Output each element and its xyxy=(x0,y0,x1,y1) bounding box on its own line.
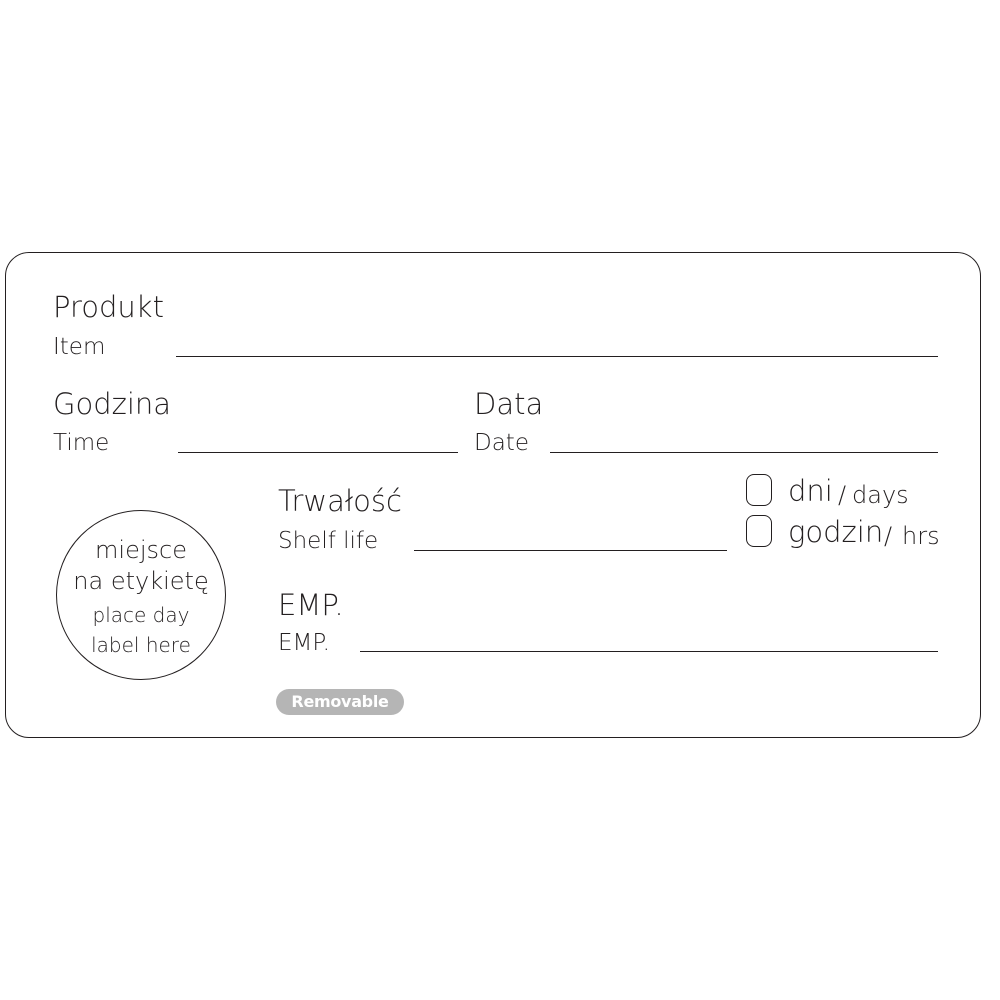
days-option-pl: dni xyxy=(788,474,833,508)
day-label-placement-circle: miejsce na etykietę place day label here xyxy=(56,510,226,680)
hours-option-pl: godzin xyxy=(788,515,884,549)
item-title-pl: Produkt xyxy=(53,290,164,324)
shelf-life-title-pl: Trwałość xyxy=(278,484,402,518)
emp-write-line[interactable] xyxy=(360,651,938,652)
days-option-separator: / xyxy=(838,481,847,509)
removable-badge: Removable xyxy=(276,689,404,715)
date-title-en: Date xyxy=(474,430,529,456)
days-option-en: days xyxy=(852,481,909,509)
date-write-line[interactable] xyxy=(550,452,938,453)
food-prep-label: Produkt Item Godzina Time Data Date miej… xyxy=(5,252,981,738)
time-title-pl: Godzina xyxy=(53,387,172,421)
item-title-en: Item xyxy=(53,334,106,360)
hours-option-en: hrs xyxy=(902,522,940,550)
days-checkbox[interactable] xyxy=(746,474,772,506)
day-label-text-en-2: label here xyxy=(91,633,191,657)
emp-title-en: EMP. xyxy=(278,630,330,656)
day-label-text-pl-2: na etykietę xyxy=(73,567,209,595)
hours-option-separator: / xyxy=(884,522,893,550)
day-label-text-en-1: place day xyxy=(92,603,190,627)
shelf-life-write-line[interactable] xyxy=(414,550,727,551)
time-write-line[interactable] xyxy=(178,452,458,453)
shelf-life-title-en: Shelf life xyxy=(278,528,379,554)
emp-title-pl: EMP. xyxy=(278,588,344,622)
time-title-en: Time xyxy=(53,430,110,456)
item-write-line[interactable] xyxy=(176,356,938,357)
hours-checkbox[interactable] xyxy=(746,515,772,547)
date-title-pl: Data xyxy=(474,387,544,421)
day-label-text-pl-1: miejsce xyxy=(95,536,187,564)
